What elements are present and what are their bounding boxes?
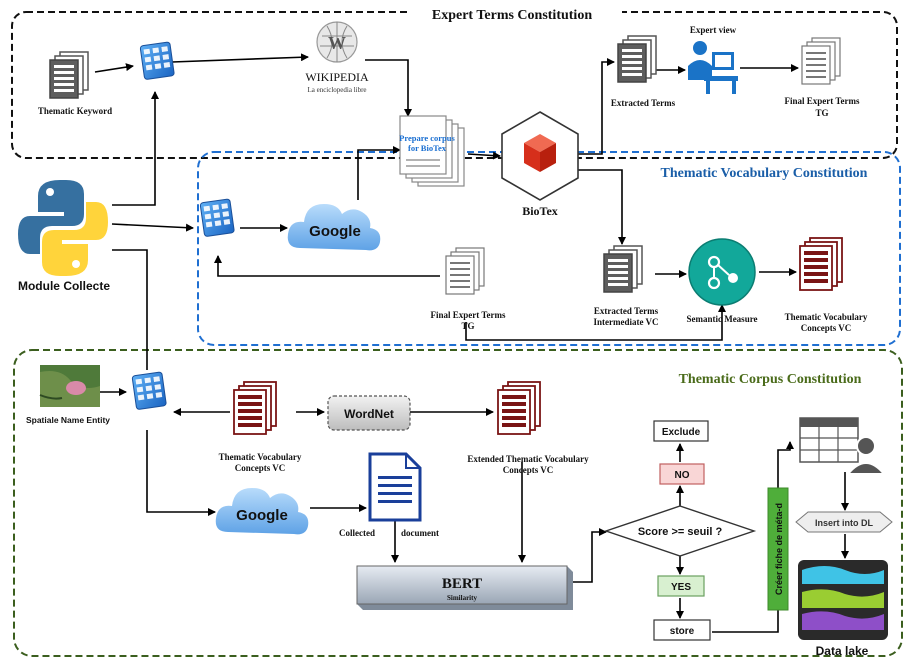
connectors [94,53,849,633]
document-label: document [401,528,439,538]
google-label: Google [309,223,361,240]
data-grid-icon [199,198,235,238]
no-box [659,463,705,485]
data-grid-icon [131,371,167,411]
wikipedia-globe-icon: W [316,21,358,63]
insert-into-dl-label: Insert into DL [815,518,874,528]
final-expert-terms-tg: TG [815,108,828,118]
store-label: store [670,626,695,637]
data-lake-label: Data lake [816,644,869,658]
final-expert-terms-2-tg: TG [461,321,474,331]
extracted-intermediate-label-1: Extracted Terms [594,306,659,316]
google-cloud-icon [215,488,309,535]
corpus-section-title: Thematic Corpus Constitution [679,372,862,387]
biotex-cube-icon [501,111,579,201]
prepare-corpus-label-1: Prepare corpus [399,133,455,143]
final-expert-terms-label: Final Expert Terms [784,96,859,106]
bert-box [356,565,573,610]
thematic-keyword-docs [49,51,89,99]
no-label: NO [675,470,690,481]
collected-label: Collected [339,528,375,538]
thematic-vocabulary-docs [799,237,843,291]
final-expert-terms-2-label: Final Expert Terms [430,310,505,320]
prepare-corpus-label-2: for BioTex [408,143,447,153]
extracted-terms-label: Extracted Terms [611,98,676,108]
yes-box [657,575,705,597]
prepare-corpus-docs [399,115,465,187]
bert-label: BERT [442,576,482,592]
vocab-section-title: Thematic Vocabulary Constitution [661,166,868,181]
data-lake-icon [798,560,888,640]
tvc-corpus-docs [233,381,277,435]
store-box [653,619,711,641]
biotex-label: BioTex [522,204,558,218]
final-expert-terms-docs [801,37,841,85]
score-decision-diamond [603,505,757,557]
extracted-intermediate-label-2: Intermediate VC [593,317,658,327]
corpus-section-border [13,349,903,657]
document-icon [368,452,422,522]
tvc-corpus-label-2: Concepts VC [235,463,286,473]
wordnet-box [327,395,411,431]
wikipedia-name: WIKIPEDIA [305,70,369,84]
final-expert-terms-tg-docs [445,247,485,295]
table-user-icon [799,417,887,475]
tvc-label-2: Concepts VC [801,323,852,333]
map-thumbnail-icon [39,365,100,407]
exclude-label: Exclude [662,427,701,438]
similarity-label: Similarity [447,594,477,602]
wordnet-label: WordNet [344,407,394,421]
exclude-box [653,420,709,442]
score-decision-label: Score >= seuil ? [638,526,723,538]
yes-label: YES [671,582,691,593]
extended-tvc-label-1: Extended Thematic Vocabulary [467,454,589,464]
module-collecte-label: Module Collecte [18,279,110,293]
python-logo-icon [18,180,108,276]
insert-into-dl-box [795,511,893,533]
extracted-intermediate-docs [603,245,643,293]
thematic-keyword-label: Thematic Keyword [38,106,112,116]
google-2-label: Google [236,507,288,524]
creer-fiche-bar [767,487,789,611]
spatiale-name-entity-label: Spatiale Name Entity [26,415,110,425]
svg-text:W: W [328,33,346,53]
data-grid-icon [139,41,175,81]
semantic-share-icon [688,238,756,306]
extracted-terms-docs [617,35,657,83]
expert-person-icon [688,41,738,94]
expert-view-label: Expert view [690,25,737,35]
extended-tvc-docs [497,381,541,435]
semantic-measure-label: Semantic Measure [686,314,757,324]
google-cloud-icon [287,204,381,251]
extended-tvc-label-2: Concepts VC [503,465,554,475]
tvc-label-1: Thematic Vocabulary [785,312,868,322]
expert-section-title: Expert Terms Constitution [432,8,592,23]
tvc-corpus-label-1: Thematic Vocabulary [219,452,302,462]
creer-fiche-label: Créer fiche de méta-d [774,503,784,595]
wikipedia-tagline: La enciclopedia libre [307,86,366,94]
